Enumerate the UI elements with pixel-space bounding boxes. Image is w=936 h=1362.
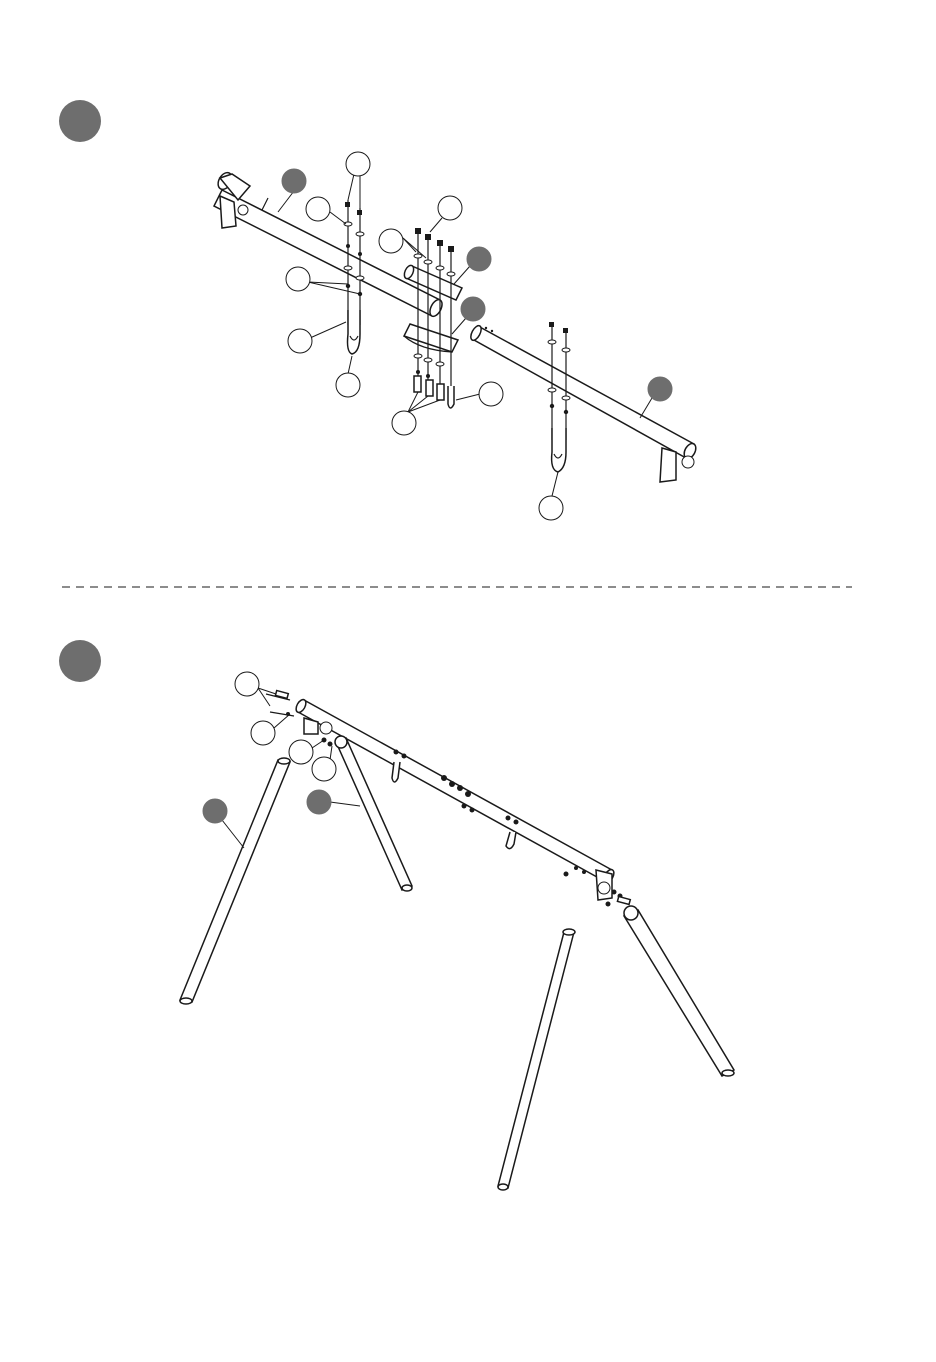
part-callout-filled	[307, 790, 331, 814]
part-callout	[336, 373, 360, 397]
swing-hook-left	[348, 310, 361, 354]
part-callout-filled	[282, 169, 306, 193]
step-2-diagram	[59, 640, 734, 1190]
part-callout-filled	[648, 377, 672, 401]
leg-front-left	[180, 758, 290, 1004]
part-callout	[346, 152, 370, 176]
step-marker-2	[59, 640, 101, 682]
part-callout-filled	[461, 297, 485, 321]
part-callout	[392, 411, 416, 435]
part-callout	[306, 197, 330, 221]
part-callout-filled	[203, 799, 227, 823]
part-callout	[286, 267, 310, 291]
part-callout	[288, 329, 312, 353]
part-callout	[479, 382, 503, 406]
swing-hook-right	[552, 428, 566, 472]
leg-back-right	[624, 906, 734, 1076]
part-callout	[251, 721, 275, 745]
part-callout-filled	[467, 247, 491, 271]
step-marker-1	[59, 100, 101, 142]
bolt-stack-middle	[414, 228, 455, 408]
assembled-top-beam	[294, 698, 616, 900]
top-beam-right	[469, 324, 698, 482]
step-1-diagram	[59, 100, 698, 520]
part-callout	[312, 757, 336, 781]
part-callout	[379, 229, 403, 253]
part-callout	[438, 196, 462, 220]
part-callout	[539, 496, 563, 520]
part-callout	[289, 740, 313, 764]
part-callout	[235, 672, 259, 696]
leg-front-right	[498, 929, 575, 1190]
connector-sleeve-lower	[404, 324, 458, 352]
